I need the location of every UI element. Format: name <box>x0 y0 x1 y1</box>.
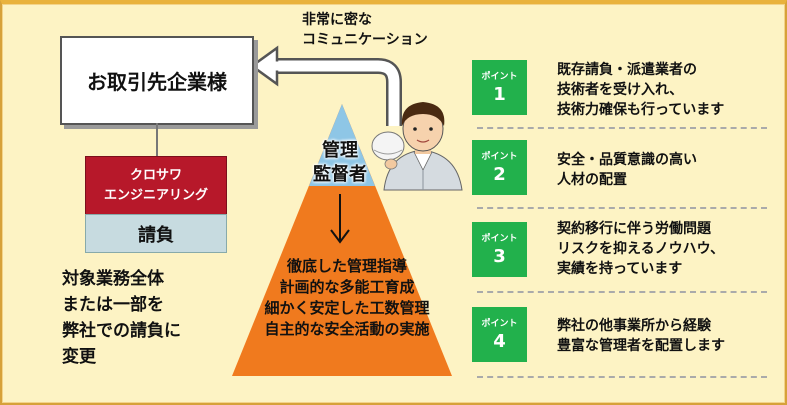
point-text-line: 技術力確保も行っています <box>557 102 725 118</box>
diagram-graphics <box>232 45 463 376</box>
client-label: お取引先企業様 <box>87 70 227 94</box>
pyramid-title-line1: 管理 <box>322 140 358 161</box>
point-badge-number: 3 <box>493 246 506 267</box>
point-badge: ポイント 3 <box>472 222 527 277</box>
worker-illustration-icon <box>371 102 463 191</box>
contractor-name-box: クロサワ エンジニアリング <box>85 156 227 216</box>
point-badge-label: ポイント <box>481 234 518 244</box>
contract-type-label: 請負 <box>138 224 174 246</box>
point-text: 安全・品質意識の高い 人材の配置 <box>557 150 777 190</box>
scope-line: 対象業務全体 <box>62 269 164 289</box>
communication-label: 非常に密な コミュニケーション <box>302 10 428 50</box>
point-text-line: リスクを抑えるノウハウ、 <box>557 241 725 257</box>
point-badge-number: 4 <box>493 331 506 352</box>
u-turn-arrow-icon <box>249 45 402 126</box>
scope-line: または一部を <box>62 295 164 315</box>
contractor-name-line2: エンジニアリング <box>103 188 208 203</box>
point-badge: ポイント 2 <box>472 140 527 195</box>
communication-line: コミュニケーション <box>302 32 428 48</box>
contractor-name-line1: クロサワ <box>129 168 182 183</box>
point-divider <box>477 291 767 293</box>
point-text: 弊社の他事業所から経験 豊富な管理者を配置します <box>557 316 777 356</box>
client-box: お取引先企業様 <box>60 36 254 125</box>
pyramid-item: 計画的な多能工育成 <box>279 278 415 296</box>
point-badge: ポイント 4 <box>472 307 527 362</box>
client-contractor-connector <box>156 123 158 158</box>
point-badge-label: ポイント <box>481 319 518 329</box>
point-divider <box>477 207 767 209</box>
point-divider <box>477 127 767 129</box>
point-text-line: 実績を持っています <box>557 261 683 277</box>
contract-type-box: 請負 <box>85 214 227 253</box>
point-text-line: 弊社の他事業所から経験 <box>557 318 711 334</box>
point-text-line: 既存請負・派遣業者の <box>557 62 697 78</box>
pyramid-item: 細かく安定した工数管理 <box>264 299 430 317</box>
pyramid-title-line2: 監督者 <box>313 164 367 185</box>
pyramid-item: 徹底した管理指導 <box>286 257 407 275</box>
point-divider <box>477 376 767 378</box>
pyramid-blue-tip <box>309 104 375 186</box>
scope-line: 弊社での請負に <box>62 321 181 341</box>
point-text-line: 安全・品質意識の高い <box>557 152 697 168</box>
point-text-line: 人材の配置 <box>557 172 627 188</box>
point-text: 既存請負・派遣業者の 技術者を受け入れ、 技術力確保も行っています <box>557 60 777 120</box>
down-arrow-icon <box>330 194 350 244</box>
point-text: 契約移行に伴う労働問題 リスクを抑えるノウハウ、 実績を持っています <box>557 219 777 279</box>
communication-line: 非常に密な <box>302 12 372 28</box>
point-text-line: 技術者を受け入れ、 <box>557 82 684 98</box>
scope-line: 変更 <box>62 347 96 367</box>
point-badge-number: 1 <box>493 84 506 105</box>
pyramid-item: 自主的な安全活動の実施 <box>264 320 430 338</box>
point-text-line: 豊富な管理者を配置します <box>557 338 725 354</box>
point-text-line: 契約移行に伴う労働問題 <box>557 221 711 237</box>
point-badge: ポイント 1 <box>472 60 527 115</box>
point-badge-label: ポイント <box>481 152 518 162</box>
point-badge-number: 2 <box>493 164 506 185</box>
scope-description: 対象業務全体 または一部を 弊社での請負に 変更 <box>62 266 252 370</box>
point-badge-label: ポイント <box>481 72 518 82</box>
pyramid-item-list: 徹底した管理指導 計画的な多能工育成 細かく安定した工数管理 自主的な安全活動の… <box>242 256 452 340</box>
pyramid-title: 管理 監督者 <box>300 139 380 187</box>
